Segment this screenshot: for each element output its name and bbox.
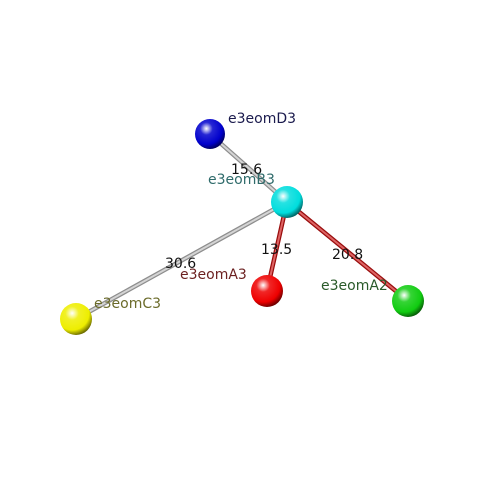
bond-line-highlight xyxy=(209,133,288,203)
atom-label-e3eomA3: e3eomA3 xyxy=(180,267,247,283)
atom-label-e3eomC3: e3eomC3 xyxy=(94,296,161,312)
bond-e3eomB3-e3eomD3 xyxy=(207,131,290,205)
atom-label-e3eomB3: e3eomB3 xyxy=(208,172,275,188)
atom-e3eomC3[interactable] xyxy=(60,303,92,335)
bond-line-highlight xyxy=(75,201,288,320)
distance-label-e3eomB3-e3eomA2: 20.8 xyxy=(332,247,363,263)
atom-e3eomD3[interactable] xyxy=(195,119,225,149)
distance-label-e3eomB3-e3eomC3: 30.6 xyxy=(165,256,196,272)
bond-line-highlight xyxy=(286,201,409,302)
distance-label-e3eomB3-e3eomD3: 15.6 xyxy=(231,162,262,178)
label-layer: 15.6 30.6 13.5 20.8 e3eomD3 e3eomB3 e3eomA3 e3e… xyxy=(94,111,388,312)
bond-e3eomB3-e3eomA2 xyxy=(284,199,411,304)
atom-label-e3eomA2: e3eomA2 xyxy=(321,278,388,294)
atom-label-e3eomD3: e3eomD3 xyxy=(228,111,296,127)
atom-e3eomA2[interactable] xyxy=(392,285,424,317)
atom-e3eomA3[interactable] xyxy=(251,275,283,307)
node-layer xyxy=(60,119,424,335)
atom-e3eomB3[interactable] xyxy=(271,186,303,218)
distance-label-e3eomB3-e3eomA3: 13.5 xyxy=(261,242,292,258)
bond-e3eomB3-e3eomC3 xyxy=(73,199,290,322)
